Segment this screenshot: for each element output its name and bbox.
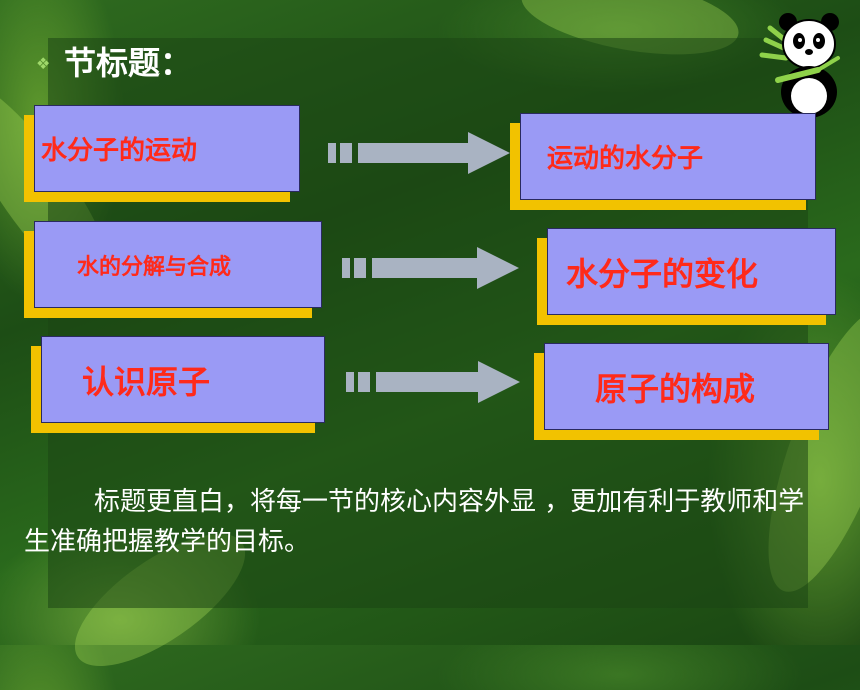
old-title-box-1: 水分子的运动 xyxy=(34,105,300,192)
old-title-box-3: 认识原子 xyxy=(41,336,325,423)
new-title-box-2: 水分子的变化 xyxy=(547,228,836,315)
new-title-2: 水分子的变化 xyxy=(566,254,759,293)
arrow-right-icon xyxy=(328,132,510,174)
panda-icon xyxy=(759,13,840,118)
arrow-right-icon xyxy=(346,361,520,403)
diamond-bullet-icon: ❖ xyxy=(36,54,51,73)
new-title-box-3: 原子的构成 xyxy=(544,343,829,430)
new-title-3: 原子的构成 xyxy=(595,369,756,408)
old-title-3: 认识原子 xyxy=(82,362,211,401)
old-title-box-2: 水的分解与合成 xyxy=(34,221,322,308)
arrow-right-icon xyxy=(342,247,519,289)
old-title-1: 水分子的运动 xyxy=(41,136,198,166)
section-heading: 节标题： xyxy=(64,44,193,82)
explanation-text: 标题更直白，将每一节的核心内容外显 ，更加有利于教师和学生准确把握教学的目标。 xyxy=(24,487,805,557)
new-title-1: 运动的水分子 xyxy=(547,144,704,174)
old-title-2: 水的分解与合成 xyxy=(77,253,232,280)
new-title-box-1: 运动的水分子 xyxy=(520,113,816,200)
